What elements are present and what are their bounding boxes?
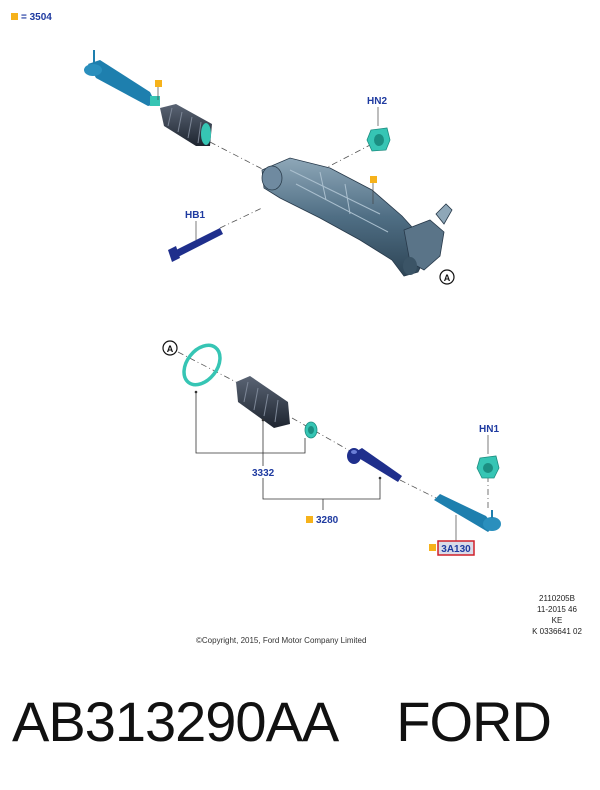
part-number: AB313290AA (12, 690, 339, 753)
hn1-nut (476, 455, 500, 479)
brand-name: FORD (396, 690, 552, 753)
upper-tie-rod-marker-icon (155, 80, 162, 87)
drawing-meta-line3: KE (551, 616, 563, 625)
label-3280: 3280 (316, 515, 339, 526)
steering-rack-housing (261, 157, 453, 277)
hn1-label: HN1 (479, 424, 499, 435)
label-3a130-highlight (437, 540, 475, 556)
drawing-meta-line4: K 0336641 02 (532, 627, 582, 636)
label-3a130-marker-icon (429, 544, 436, 551)
callout-a-upper-label: A (444, 273, 451, 283)
legend-text: = 3504 (21, 12, 52, 23)
bracket-3280 (262, 478, 381, 510)
drawing-meta-line1: 2110205B (539, 594, 575, 603)
part-caption: AB313290AA FORD (12, 690, 552, 754)
legend: = 3504 (11, 12, 52, 23)
hb1-bolt (168, 228, 223, 262)
label-3a130: 3A130 (441, 544, 471, 555)
upper-tie-rod-end (84, 50, 160, 106)
hb1-label: HB1 (185, 210, 205, 221)
bracket-3332 (195, 392, 306, 466)
small-clamp (304, 421, 318, 439)
upper-boot (160, 104, 212, 146)
callout-a-upper-icon (439, 269, 455, 285)
label-3280-marker-icon (306, 516, 313, 523)
upper-axis-lines (209, 141, 373, 229)
lower-boot (236, 376, 290, 428)
inner-tie-rod (347, 448, 402, 482)
hn2-label: HN2 (367, 96, 387, 107)
housing-marker-icon (370, 176, 377, 183)
callout-a-lower-label: A (167, 344, 174, 354)
legend-marker-icon (11, 13, 18, 20)
boot-clamp-ring (182, 343, 222, 387)
lower-axis-lines (177, 351, 489, 510)
callout-a-lower-icon (162, 340, 178, 356)
copyright-text: ©Copyright, 2015, Ford Motor Company Lim… (196, 636, 367, 645)
label-3332: 3332 (252, 468, 275, 479)
hn2-nut (366, 127, 391, 152)
outer-tie-rod-end (434, 494, 501, 532)
drawing-meta: 2110205B 11-2015 46 KE K 0336641 02 (522, 593, 592, 637)
drawing-meta-line2: 11-2015 46 (537, 605, 577, 614)
